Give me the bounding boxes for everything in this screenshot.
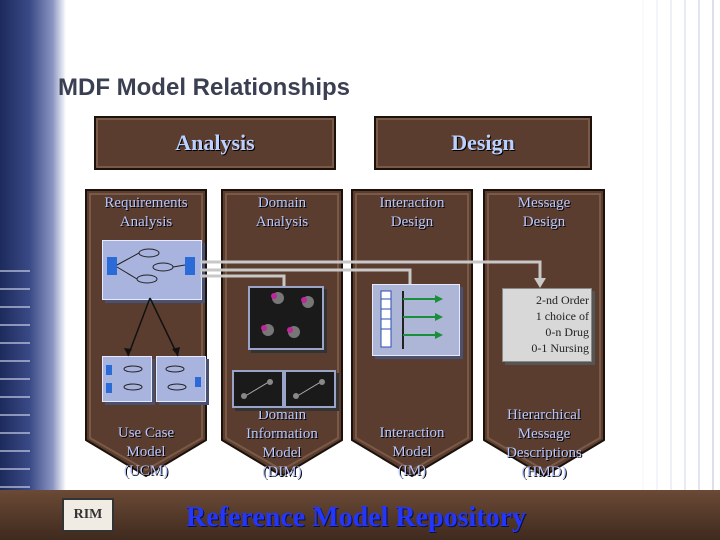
hmd-line: 0-1 Nursing xyxy=(531,341,589,355)
interaction-model-card xyxy=(372,284,460,356)
domain-detail-icon xyxy=(241,379,273,399)
use-case-detail-icon xyxy=(106,365,143,393)
hmd-line: 0-n Drug xyxy=(545,325,589,339)
domain-detail-card xyxy=(232,370,284,408)
phase-design: Design xyxy=(374,116,592,170)
domain-detail-icon xyxy=(293,379,325,399)
hmd-line: 2-nd Order xyxy=(536,293,589,307)
interaction-model-icon xyxy=(380,290,443,349)
use-case-diagram-card xyxy=(102,240,202,300)
page-title: MDF Model Relationships xyxy=(58,74,351,101)
use-case-detail-card xyxy=(102,356,152,402)
use-case-detail-card xyxy=(156,356,206,402)
hmd-example-card: 2-nd Order 1 choice of 0-n Drug 0-1 Nurs… xyxy=(502,288,592,362)
domain-model-card xyxy=(248,286,324,350)
left-decor-stripes xyxy=(0,270,30,490)
domain-model-icon xyxy=(261,292,314,338)
phase-analysis: Analysis xyxy=(94,116,336,170)
use-case-diagram-icon xyxy=(107,248,195,284)
use-case-detail-icon xyxy=(165,365,201,391)
repository-bar xyxy=(0,490,720,540)
hmd-line: 1 choice of xyxy=(535,309,589,323)
repository-title: Reference Model Repository xyxy=(186,502,527,533)
rim-label: RIM xyxy=(62,498,114,532)
right-decor-fade xyxy=(630,0,720,540)
domain-detail-card xyxy=(284,370,336,408)
